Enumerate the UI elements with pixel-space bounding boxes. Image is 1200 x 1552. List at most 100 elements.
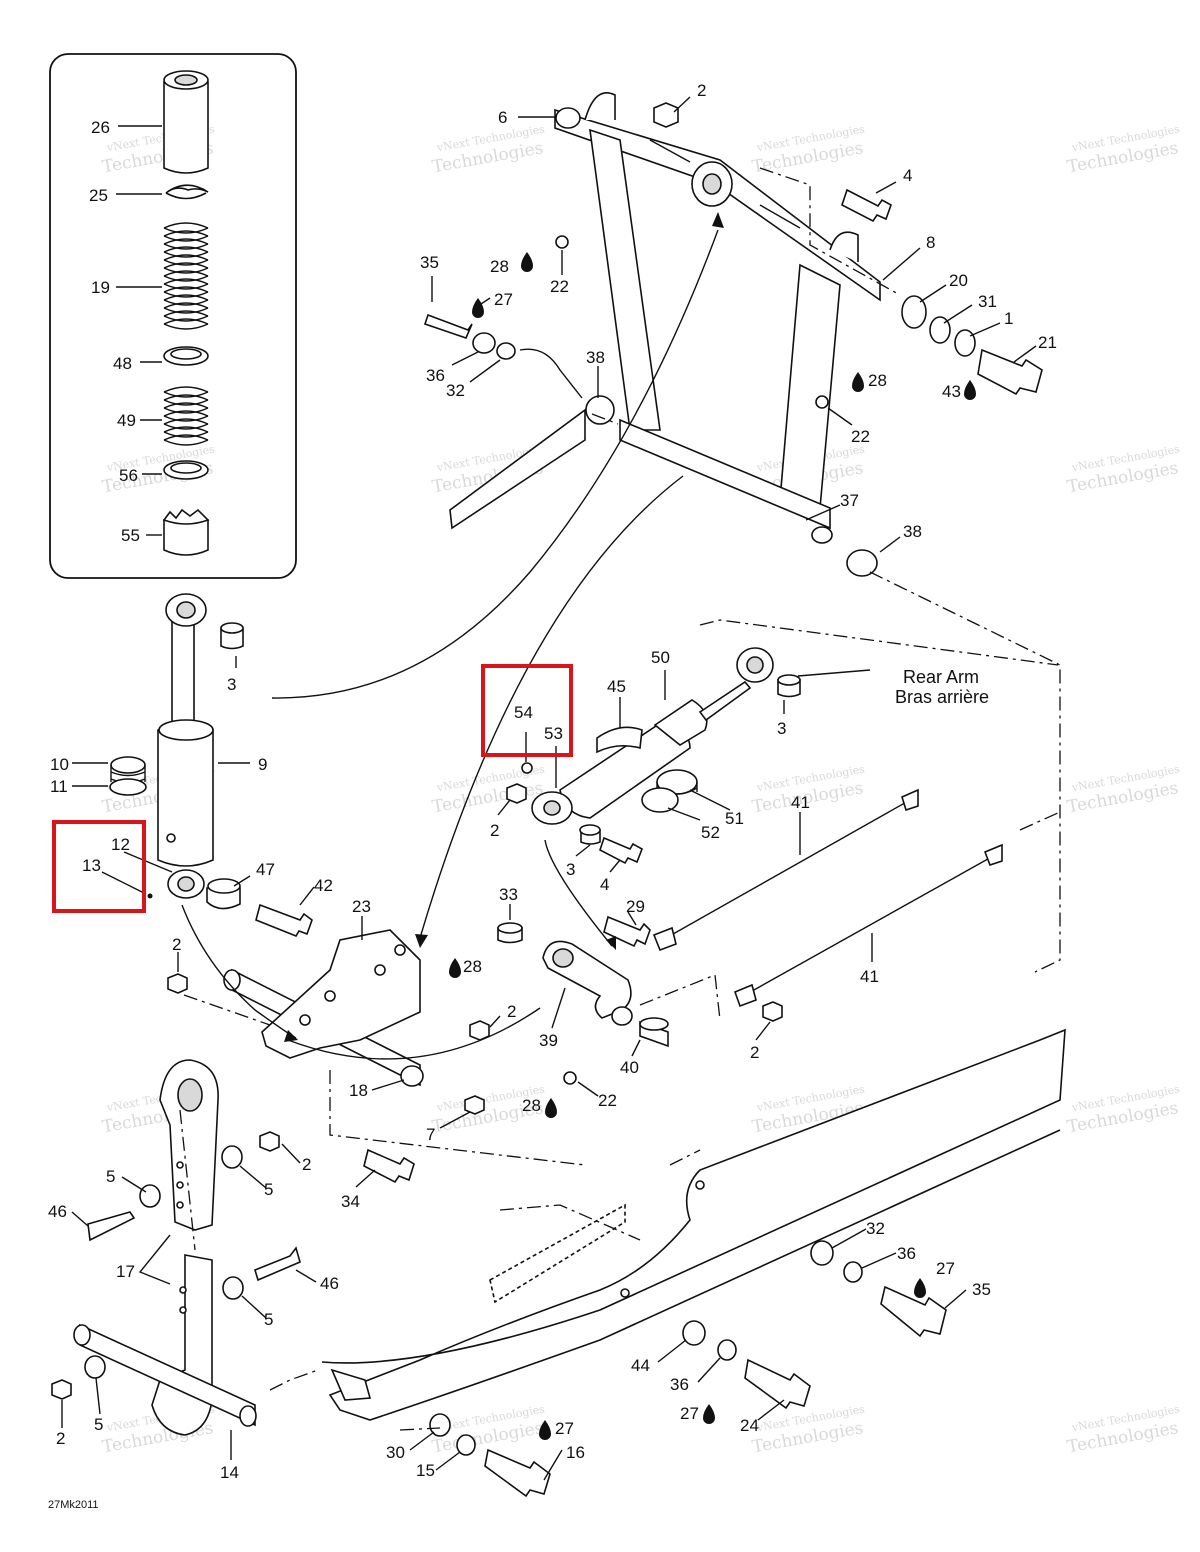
callout-33: 33	[499, 885, 518, 904]
rear-arm-label-en: Rear Arm	[903, 667, 979, 687]
callout-43: 43	[942, 382, 961, 401]
callout-24: 24	[740, 1416, 759, 1435]
bolt-34	[363, 1148, 415, 1184]
callout-34: 34	[341, 1192, 360, 1211]
leader-lines	[61, 96, 1037, 1481]
callout-55: 55	[121, 526, 140, 545]
highlight-box-12-13	[52, 820, 146, 913]
callout-46: 46	[320, 1274, 339, 1293]
callout-50: 50	[651, 648, 670, 667]
callout-21: 21	[1038, 333, 1057, 352]
callout-3: 3	[777, 719, 786, 738]
callout-39: 39	[539, 1031, 558, 1050]
callout-2: 2	[750, 1043, 759, 1062]
callout-5: 5	[264, 1180, 273, 1199]
callout-28: 28	[463, 957, 482, 976]
callout-53: 53	[544, 724, 563, 743]
callout-28: 28	[868, 371, 887, 390]
callout-36: 36	[670, 1375, 689, 1394]
callout-47: 47	[256, 860, 275, 879]
callout-30: 30	[386, 1443, 405, 1462]
callout-5: 5	[94, 1415, 103, 1434]
grease-drop-icon	[449, 958, 461, 978]
callout-32: 32	[446, 381, 465, 400]
callout-2: 2	[697, 81, 706, 100]
callout-38: 38	[586, 348, 605, 367]
callout-5: 5	[264, 1310, 273, 1329]
grease-drop-icons	[449, 252, 976, 1440]
callout-8: 8	[926, 233, 935, 252]
grease-drop-icon	[914, 1278, 926, 1298]
callout-41: 41	[860, 967, 879, 986]
callout-4: 4	[600, 875, 609, 894]
callout-17: 17	[116, 1262, 135, 1281]
callout-54: 54	[514, 703, 533, 722]
grease-drop-icon	[703, 1404, 715, 1424]
inset-leaders	[116, 125, 162, 536]
callout-1: 1	[1004, 309, 1013, 328]
shock-kit-inset-frame	[49, 53, 297, 579]
callout-2: 2	[507, 1002, 516, 1021]
callout-16: 16	[566, 1443, 585, 1462]
callout-6: 6	[498, 108, 507, 127]
link-brackets	[51, 1059, 301, 1436]
grease-drop-icon	[964, 380, 976, 400]
highlight-box-54-53	[481, 664, 573, 757]
callout-14: 14	[220, 1463, 239, 1482]
callout-45: 45	[607, 677, 626, 696]
inset-parts	[162, 70, 210, 556]
callout-27: 27	[555, 1419, 574, 1438]
callout-22: 22	[851, 427, 870, 446]
connection-lines	[179, 167, 1061, 1431]
cross-shaft-assembly	[223, 903, 485, 1115]
flow-curves	[181, 212, 724, 1060]
callout-38: 38	[903, 522, 922, 541]
grease-drop-icon	[539, 1420, 551, 1440]
callout-46: 46	[48, 1202, 67, 1221]
spring-19	[163, 222, 209, 332]
callout-3: 3	[566, 860, 575, 879]
callout-20: 20	[949, 271, 968, 290]
callout-36: 36	[426, 366, 445, 385]
grease-drop-icon	[472, 298, 484, 318]
callout-18: 18	[349, 1081, 368, 1100]
callout-12: 12	[111, 835, 130, 854]
callout-11: 11	[50, 777, 68, 796]
callout-22: 22	[550, 277, 569, 296]
callout-32: 32	[866, 1219, 885, 1238]
callout-15: 15	[416, 1461, 435, 1480]
callout-4: 4	[903, 166, 912, 185]
callout-2: 2	[56, 1429, 65, 1448]
callout-28: 28	[490, 257, 509, 276]
callout-7: 7	[426, 1125, 435, 1144]
callout-27: 27	[936, 1259, 955, 1278]
rear-arm-label-fr: Bras arrière	[895, 687, 989, 707]
callout-35: 35	[420, 253, 439, 272]
drawing-code: 27Mk2011	[48, 1499, 99, 1511]
callout-35: 35	[972, 1280, 991, 1299]
callout-10: 10	[50, 755, 69, 774]
callout-27: 27	[494, 290, 513, 309]
grease-drop-icon	[521, 252, 533, 272]
callout-5: 5	[106, 1167, 115, 1186]
callout-36: 36	[897, 1244, 916, 1263]
callout-2: 2	[172, 935, 181, 954]
callout-48: 48	[113, 354, 132, 373]
callout-44: 44	[631, 1356, 650, 1375]
shock-absorber	[109, 593, 244, 910]
callout-22: 22	[598, 1091, 617, 1110]
callout-2: 2	[490, 821, 499, 840]
callout-40: 40	[620, 1058, 639, 1077]
callout-2: 2	[302, 1155, 311, 1174]
callout-29: 29	[626, 897, 645, 916]
callout-42: 42	[314, 876, 333, 895]
callout-13: 13	[82, 856, 101, 875]
callout-26: 26	[91, 118, 110, 137]
